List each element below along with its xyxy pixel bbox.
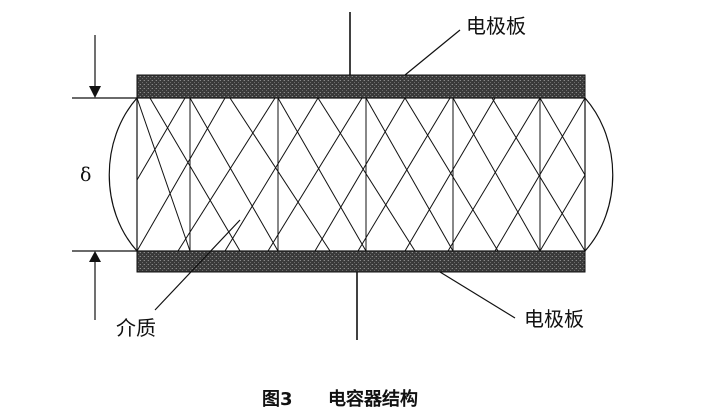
bottom-electrode-plate xyxy=(136,250,586,273)
gap-arrow-down xyxy=(89,86,101,98)
figure-number: 图3 xyxy=(262,389,293,410)
bottom-plate-leader xyxy=(439,271,516,319)
top-plate-leader xyxy=(404,29,461,76)
gap-label: δ xyxy=(80,164,91,186)
gap-arrow-up xyxy=(89,251,101,262)
dielectric-label: 介质 xyxy=(116,316,156,340)
figure-title: 电容器结构 xyxy=(328,388,418,410)
top-electrode-plate xyxy=(136,74,586,99)
gap-dimension xyxy=(72,35,137,320)
top-plate-label: 电极板 xyxy=(466,14,526,38)
bottom-plate-label: 电极板 xyxy=(524,307,584,331)
left-fringe-arc xyxy=(108,97,138,252)
dielectric-leader xyxy=(154,219,241,311)
dielectric-region xyxy=(136,97,586,252)
right-fringe-arc xyxy=(584,97,614,252)
